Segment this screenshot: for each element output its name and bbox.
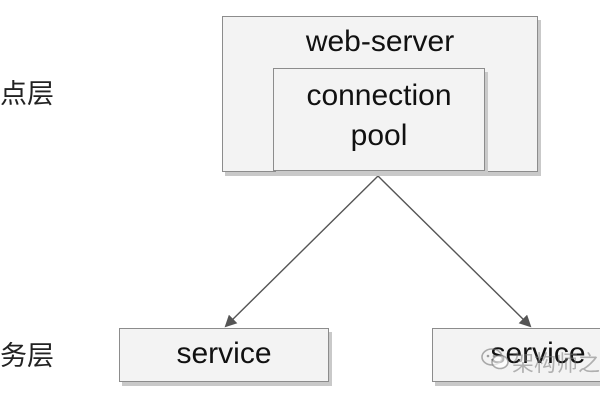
service-label-left: service — [176, 337, 272, 370]
watermark-text: 架构师之 — [512, 351, 600, 376]
arrow-to-service-left — [224, 175, 379, 328]
layer-label-bottom: 务层 — [0, 341, 54, 371]
service-box-left: service — [119, 328, 329, 382]
connection-pool-line2: pool — [350, 119, 408, 152]
layer-label-top: 点层 — [0, 79, 54, 109]
arrow-to-service-right — [377, 175, 532, 328]
watermark: 架构师之 — [478, 340, 600, 380]
connection-pool-box: connection pool — [273, 68, 485, 171]
connection-pool-line1: connection — [306, 79, 452, 112]
wechat-bubble-icon — [481, 348, 509, 370]
web-server-title: web-server — [305, 25, 455, 58]
